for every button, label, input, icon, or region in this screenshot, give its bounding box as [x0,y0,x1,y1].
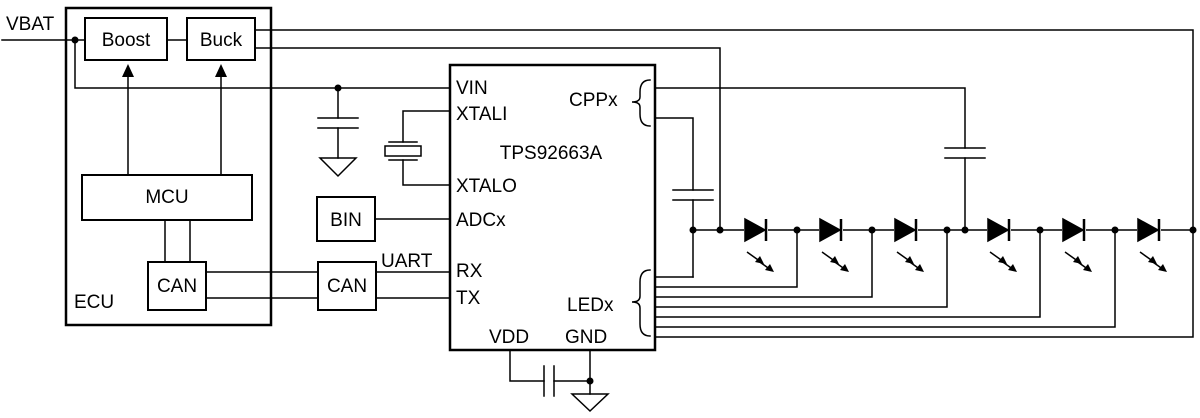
string-node-5 [1111,226,1119,234]
led-triangle-icon [744,217,767,243]
string-node-0 [689,226,697,234]
led-3 [894,217,924,272]
buck-rail-top [254,29,1194,229]
light-arrow-head-icon [755,256,764,264]
ecu-label: ECU [74,292,114,313]
light-arrow-head-icon [830,256,839,264]
pin-rx: RX [456,261,483,282]
light-arrow-head-icon [998,256,1007,264]
string-node-2 [868,226,876,234]
buck-rail-mid [254,47,721,231]
buck-block [186,17,256,61]
pin-vdd: VDD [489,327,529,348]
string-node-6 [1189,226,1197,234]
ledx-wire-2 [654,229,873,298]
buck-arrow [215,64,227,77]
ledx-brace [631,269,651,337]
cpp-wire-2 [654,117,694,191]
vdd-wire [509,349,545,382]
led-1 [744,217,774,272]
gnd-junction [586,377,594,385]
light-arrow-head-icon [1148,256,1157,264]
cppx-brace [631,79,651,127]
boost-arrow [122,64,134,77]
led-triangle-icon [819,217,842,243]
string-node-cpp [961,226,969,234]
string-node-3 [943,226,951,234]
led-5 [1062,217,1092,272]
chip-name: TPS92663A [500,143,603,164]
mcu-block [81,174,253,221]
vin-cap-ground-icon [318,157,358,178]
ledx-wire-1 [654,229,798,288]
vbat-label: VBAT [6,14,55,35]
uart-label: UART [381,251,433,272]
led-6 [1137,217,1167,272]
boost-block [84,17,168,61]
pin-xtali: XTALI [456,104,507,125]
led-triangle-icon [1062,217,1085,243]
light-arrow-head-icon [1158,264,1167,272]
led-group [744,217,1167,272]
can-transceiver-block [317,261,377,311]
pin-gnd: GND [565,327,607,348]
vin-wire [74,39,451,89]
pin-xtalo: XTALO [456,176,517,197]
can-ecu-block [147,261,207,311]
pin-ledx: LEDx [567,295,614,316]
pin-adcx: ADCx [456,210,506,231]
string-node-supply [716,226,724,234]
ledx-wire-5 [654,229,1116,328]
ledx-wire-6 [654,229,1194,338]
string-node-4 [1036,226,1044,234]
led-triangle-icon [1137,217,1160,243]
cpp-wire-1 [654,87,966,149]
tps92663a-chip [448,63,657,352]
pin-tx: TX [456,288,481,309]
crystal-body-icon [384,145,422,157]
ledx-wire-4 [654,229,1041,318]
pin-cppx: CPPx [569,90,618,111]
light-arrow-head-icon [765,264,774,272]
light-arrow-head-icon [840,264,849,272]
led-2 [819,217,849,272]
light-arrow-head-icon [1073,256,1082,264]
led-4 [987,217,1017,272]
mcu-label: MCU [145,187,188,208]
buck-label: Buck [200,30,243,51]
light-arrow-head-icon [905,256,914,264]
light-arrow-head-icon [1083,264,1092,272]
light-arrow-head-icon [1008,264,1017,272]
led-triangle-icon [894,217,917,243]
gnd-icon [570,393,610,413]
ledx-wire-3 [654,229,948,308]
light-arrow-head-icon [915,264,924,272]
boost-label: Boost [102,30,151,51]
can-ecu-label: CAN [157,276,197,297]
string-node-1 [793,226,801,234]
bin-label: BIN [330,210,362,231]
xtalo-wire [402,159,451,186]
pin-vin: VIN [456,78,488,99]
led-triangle-icon [987,217,1010,243]
xtali-wire [402,110,451,143]
can-transceiver-label: CAN [327,276,367,297]
